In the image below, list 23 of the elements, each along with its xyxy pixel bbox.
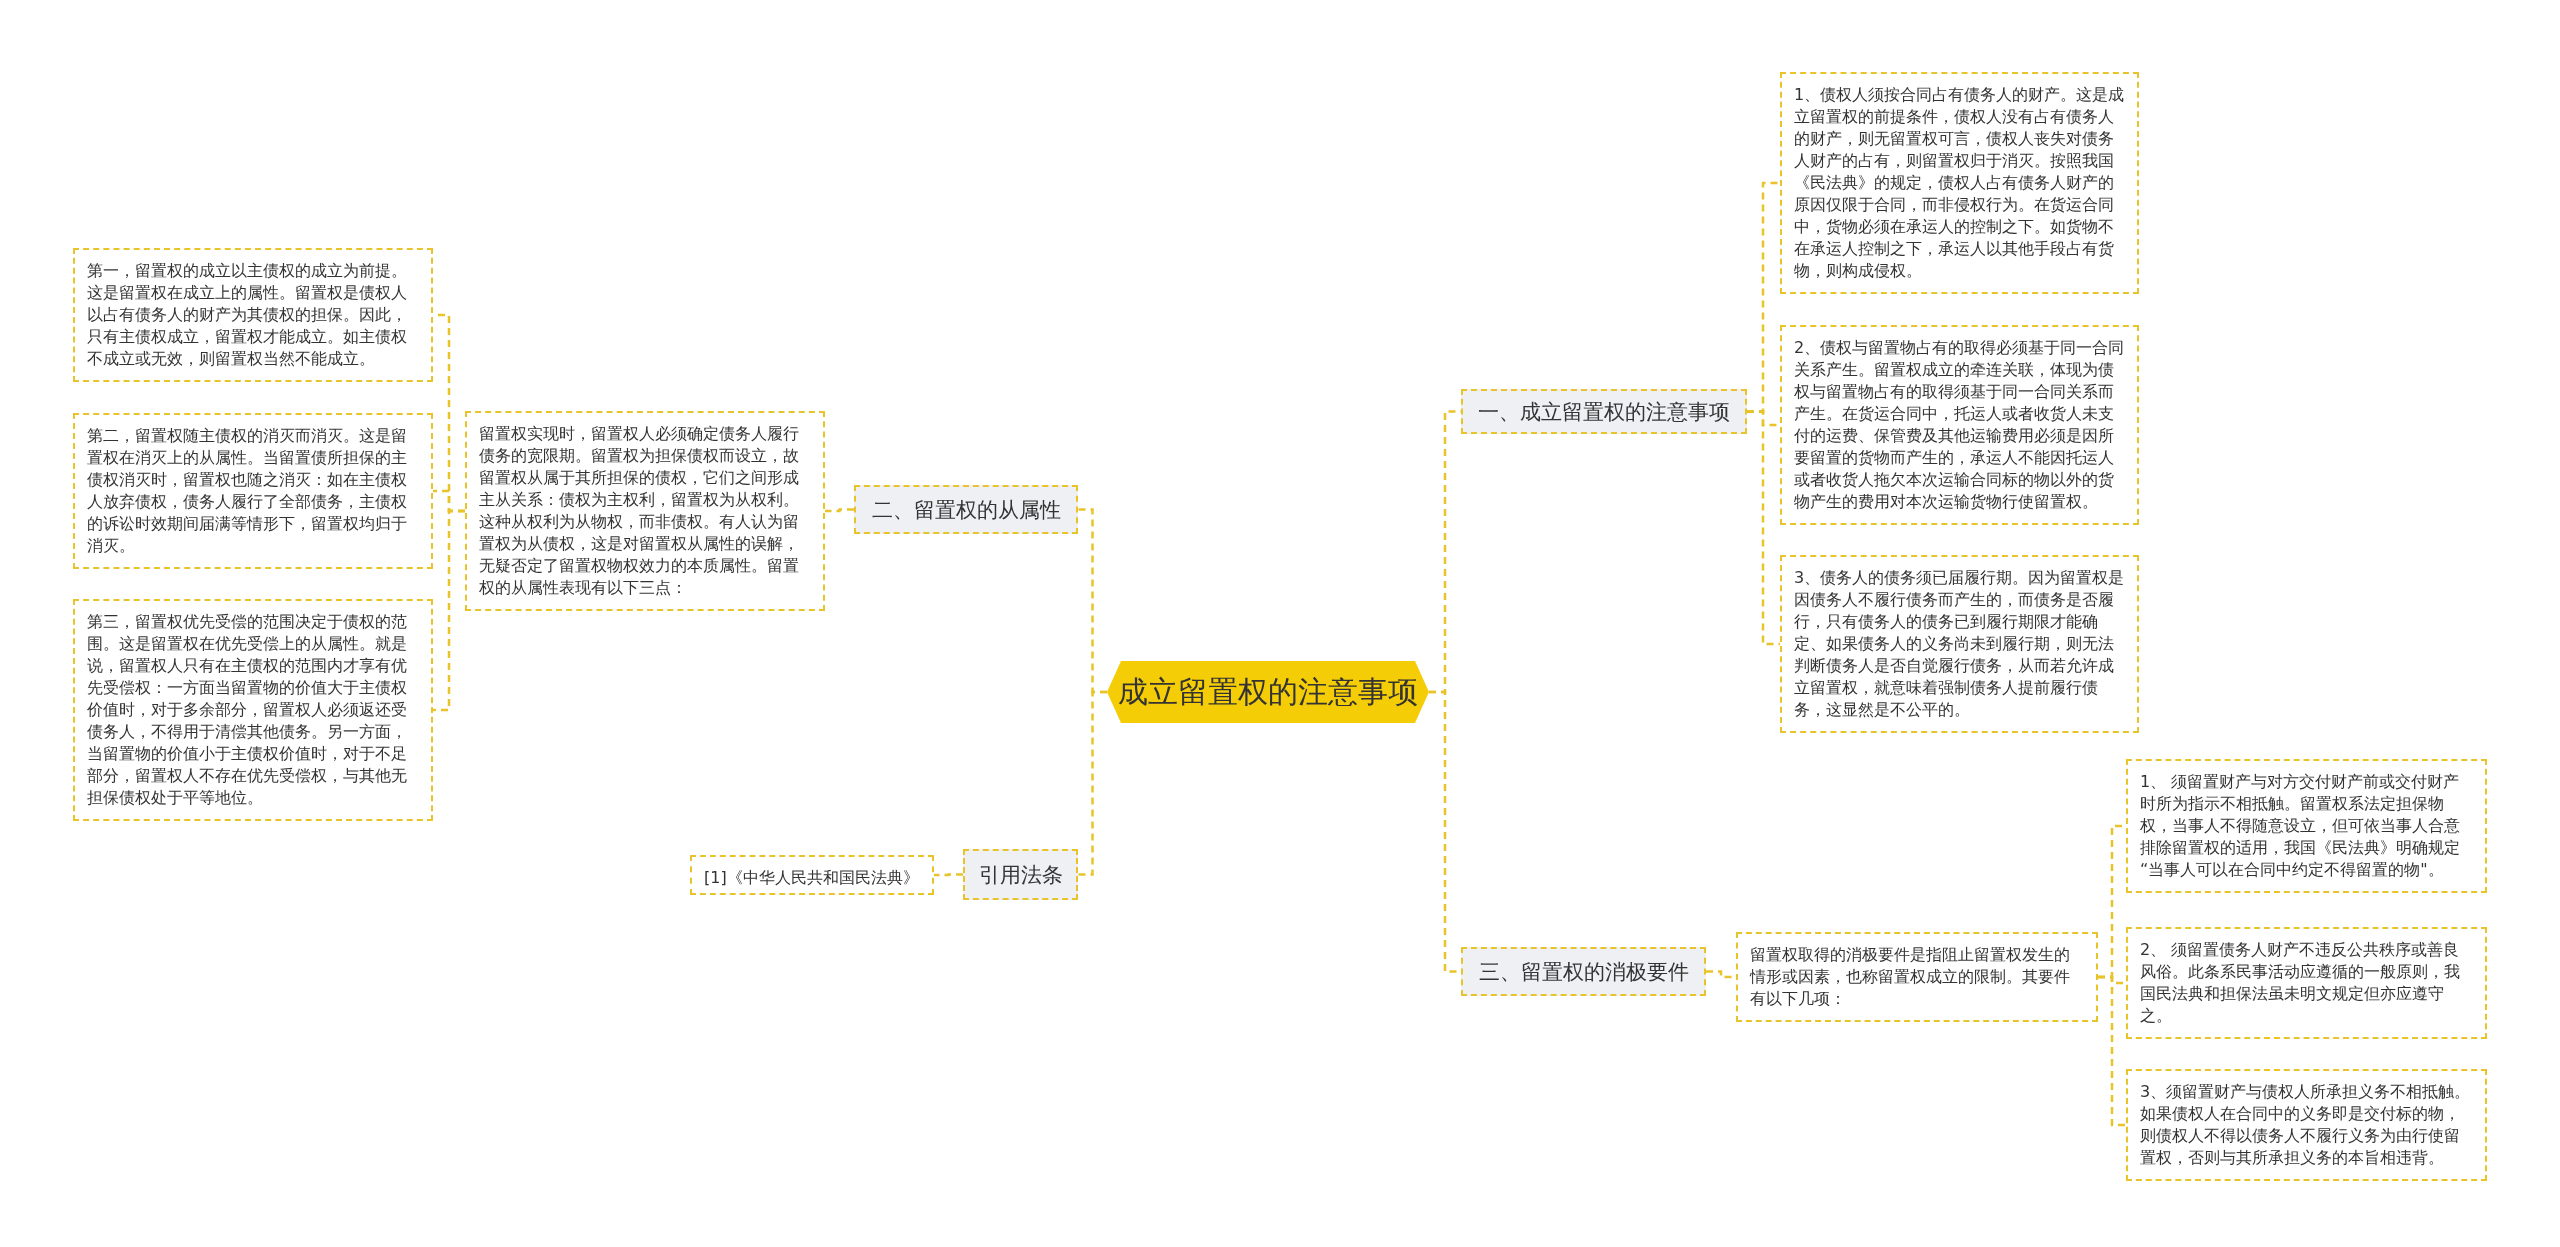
connector — [934, 873, 963, 877]
text-box: 第二，留置权随主债权的消灭而消灭。这是留置权在消灭上的从属性。当留置债所担保的主债权消灭时，留置权也随之消灭：如在主债权人放弃债权，债务人履行了全部债务，主债权的诉讼时效期间届满等情形下，留置权均归于消灭。 — [73, 413, 433, 569]
text-box: 2、 须留置债务人财产不违反公共秩序或善良风俗。此条系民事活动应遵循的一般原则，我国民法典和担保法虽未明文规定但亦应遵守之。 — [2126, 927, 2487, 1039]
text-box: [1]《中华人民共和国民法典》 — [690, 855, 934, 895]
text-box: 1、债权人须按合同占有债务人的财产。这是成立留置权的前提条件，债权人没有占有债务人的财产，则无留置权可言，债权人丧失对债务人财产的占有，则留置权归于消灭。按照我国《民法典》的规定，债权人占有债务人财产的原因仅限于合同，而非侵权行为。在货运合同中，货物必须在承运人的控制之下。如货物不在承运人控制之下，承运人以其他手段占有货物，则构成侵权。 — [1780, 72, 2139, 294]
text-box: 1、 须留置财产与对方交付财产前或交付财产时所为指示不相抵触。留置权系法定担保物权，当事人不得随意设立，但可依当事人合意排除留置权的适用，我国《民法典》明确规定 “当事人可以在合同中约定不得留置的物"。 — [2126, 759, 2487, 893]
central-topic: 成立留置权的注意事项 — [1107, 661, 1429, 723]
connector — [2098, 975, 2126, 1127]
text-box: 3、须留置财产与债权人所承担义务不相抵触。如果债权人在合同中的义务即是交付标的物，则债权人不得以债务人不履行义务为由行使留置权，否则与其所承担义务的本旨相违背。 — [2126, 1069, 2487, 1181]
text-box: 3、债务人的债务须已届履行期。因为留置权是因债务人不履行债务而产生的，而债务是否履行，只有债务人的债务已到履行期限才能确定、如果债务人的义务尚未到履行期，则无法判断债务人是否自觉履行债务，从而若允许成立留置权，就意味着强制债务人提前履行债务，这显然是不公平的。 — [1780, 555, 2139, 733]
text-box: 留置权实现时，留置权人必须确定债务人履行债务的宽限期。留置权为担保债权而设立，故留置权从属于其所担保的债权，它们之间形成主从关系：债权为主权利，留置权为从权利。这种从权利为从物权，而非债权。有人认为留置权为从债权，这是对留置权从属性的误解，无疑否定了留置权物权效力的本质属性。留置权的从属性表现有以下三点： — [465, 411, 825, 611]
topic-box: 二、留置权的从属性 — [854, 485, 1078, 534]
topic-box: 引用法条 — [963, 849, 1078, 900]
topic-box: 一、成立留置权的注意事项 — [1461, 389, 1747, 434]
connector — [1747, 410, 1780, 646]
connector — [825, 508, 854, 513]
text-box: 留置权取得的消极要件是指阻止留置权发生的情形或因素，也称留置权成立的限制。其要件有以下几项： — [1736, 932, 2098, 1022]
text-box: 2、债权与留置物占有的取得必须基于同一合同关系产生。留置权成立的牵连关联，体现为债权与留置物占有的取得须基于同一合同关系而产生。在货运合同中，托运人或者收货人未支付的运费、保管费及其他运输费用必须是因所要留置的货物而产生的，承运人不能因托运人或者收货人拖欠本次运输合同标的物以外的货物产生的费用对本次运输货物行使留置权。 — [1780, 325, 2139, 525]
topic-box: 三、留置权的消极要件 — [1461, 947, 1706, 996]
text-box: 第三，留置权优先受偿的范围决定于债权的范围。这是留置权在优先受偿上的从属性。就是说，留置权人只有在主债权的范围内才享有优先受偿权：一方面当留置物的价值大于主债权价值时，对于多余部分，留置权人必须返还受债务人，不得用于清偿其他债务。另一方面，当留置物的价值小于主债权价值时，对于不足部分，留置权人不存在优先受偿权，与其他无担保债权处于平等地位。 — [73, 599, 433, 821]
text-box: 第一，留置权的成立以主债权的成立为前提。这是留置权在成立上的属性。留置权是债权人以占有债务人的财产为其债权的担保。因此，只有主债权成立，留置权才能成立。如主债权不成立或无效，则留置权当然不能成立。 — [73, 248, 433, 382]
connector — [1078, 690, 1107, 876]
connector — [433, 509, 465, 712]
